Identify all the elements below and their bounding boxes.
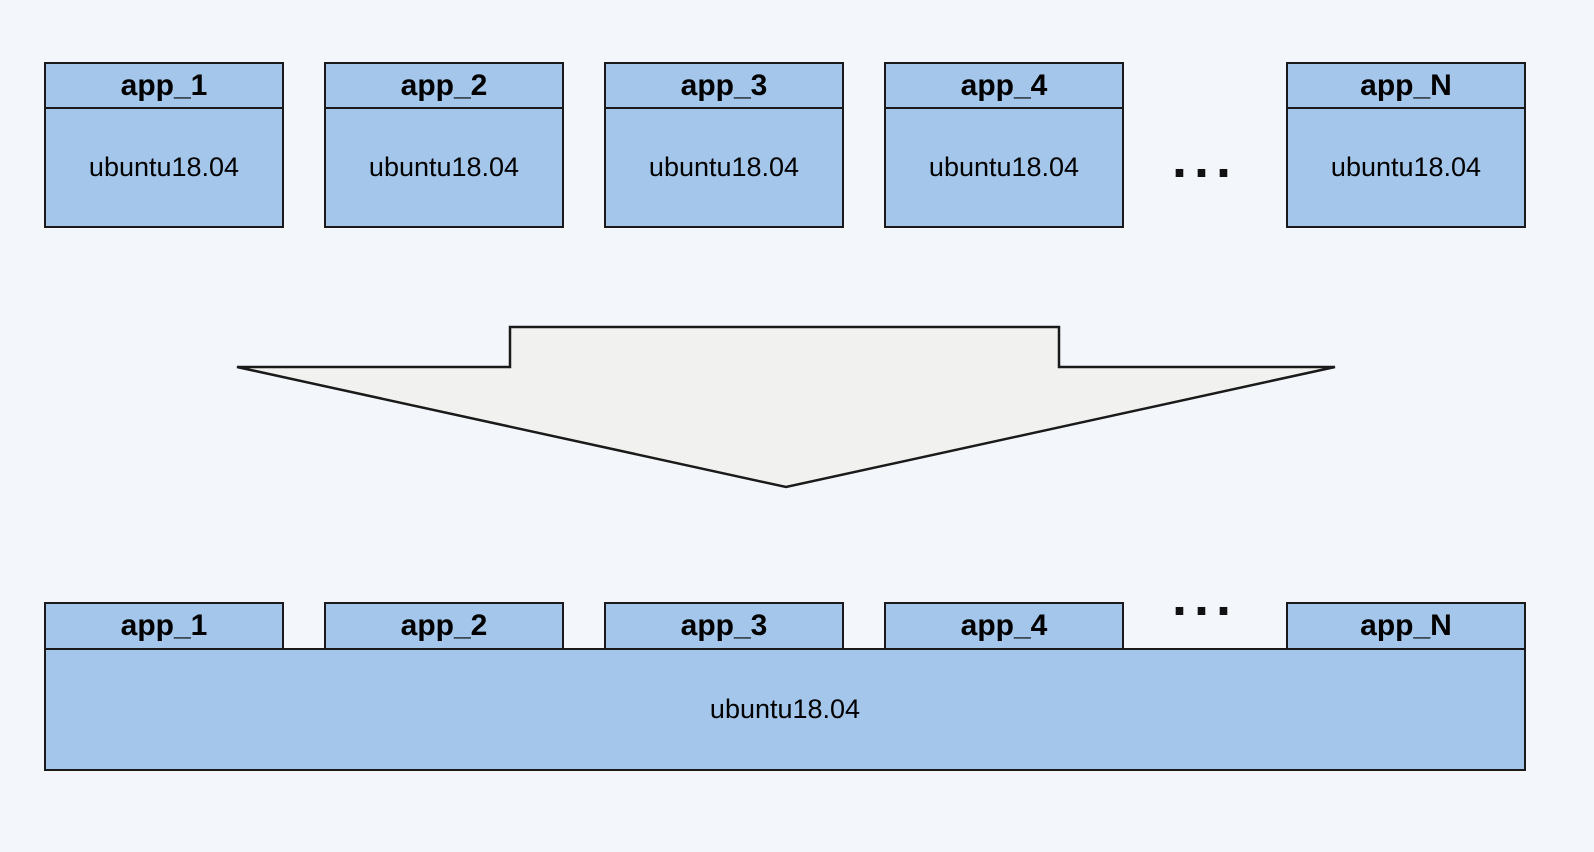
app-os-label: ubuntu18.04: [928, 152, 1080, 182]
app-os-label: ubuntu18.04: [88, 152, 240, 182]
top-app-box-n: app_N ubuntu18.04: [1286, 62, 1526, 228]
shared-os-base-box: ubuntu18.04: [44, 648, 1526, 771]
ellipsis-bottom: ...: [1171, 567, 1238, 627]
top-app-box-4: app_4 ubuntu18.04: [884, 62, 1124, 228]
bottom-app-box-2: app_2: [324, 602, 564, 650]
app-title: app_N: [1288, 64, 1524, 109]
app-title: app_1: [46, 64, 282, 109]
bottom-app-box-n: app_N: [1286, 602, 1526, 650]
ellipsis-top: ...: [1171, 129, 1238, 189]
app-title: app_2: [326, 64, 562, 109]
app-os-label: ubuntu18.04: [648, 152, 800, 182]
base-os-label: ubuntu18.04: [709, 694, 861, 724]
top-app-box-2: app_2 ubuntu18.04: [324, 62, 564, 228]
top-app-box-3: app_3 ubuntu18.04: [604, 62, 844, 228]
app-title: app_3: [606, 64, 842, 109]
app-os-label: ubuntu18.04: [1330, 152, 1482, 182]
bottom-app-box-1: app_1: [44, 602, 284, 650]
top-app-box-1: app_1 ubuntu18.04: [44, 62, 284, 228]
bottom-app-box-4: app_4: [884, 602, 1124, 650]
app-title: app_4: [886, 64, 1122, 109]
app-os-label: ubuntu18.04: [368, 152, 520, 182]
bottom-app-box-3: app_3: [604, 602, 844, 650]
